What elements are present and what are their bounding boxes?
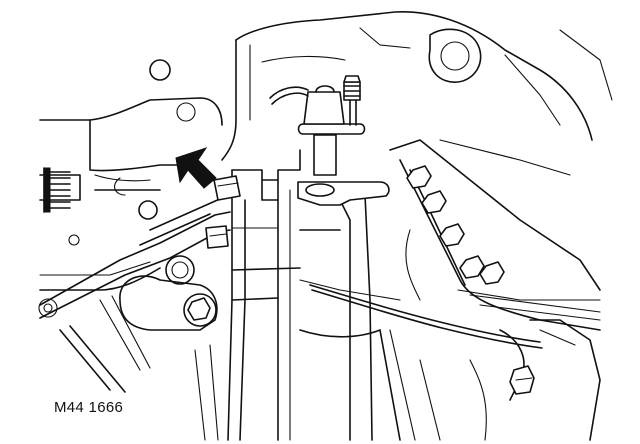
right-flange <box>389 139 601 331</box>
connector-bolt <box>205 175 241 249</box>
coil-spring <box>43 167 71 213</box>
pointer-arrow <box>175 147 217 189</box>
lower-right-bracket <box>419 319 601 441</box>
lower-housing <box>194 329 416 441</box>
left-housing <box>39 97 233 291</box>
flange-bolts <box>406 165 505 285</box>
lower-lug <box>119 275 218 331</box>
sensor-assembly <box>269 75 390 206</box>
mounting-holes <box>38 59 196 318</box>
figure-reference-code: M44 1666 <box>54 399 124 416</box>
upper-casting <box>221 10 613 161</box>
wiring-harness <box>299 279 543 349</box>
gearbox-body <box>227 149 373 441</box>
support-strap <box>39 211 231 393</box>
